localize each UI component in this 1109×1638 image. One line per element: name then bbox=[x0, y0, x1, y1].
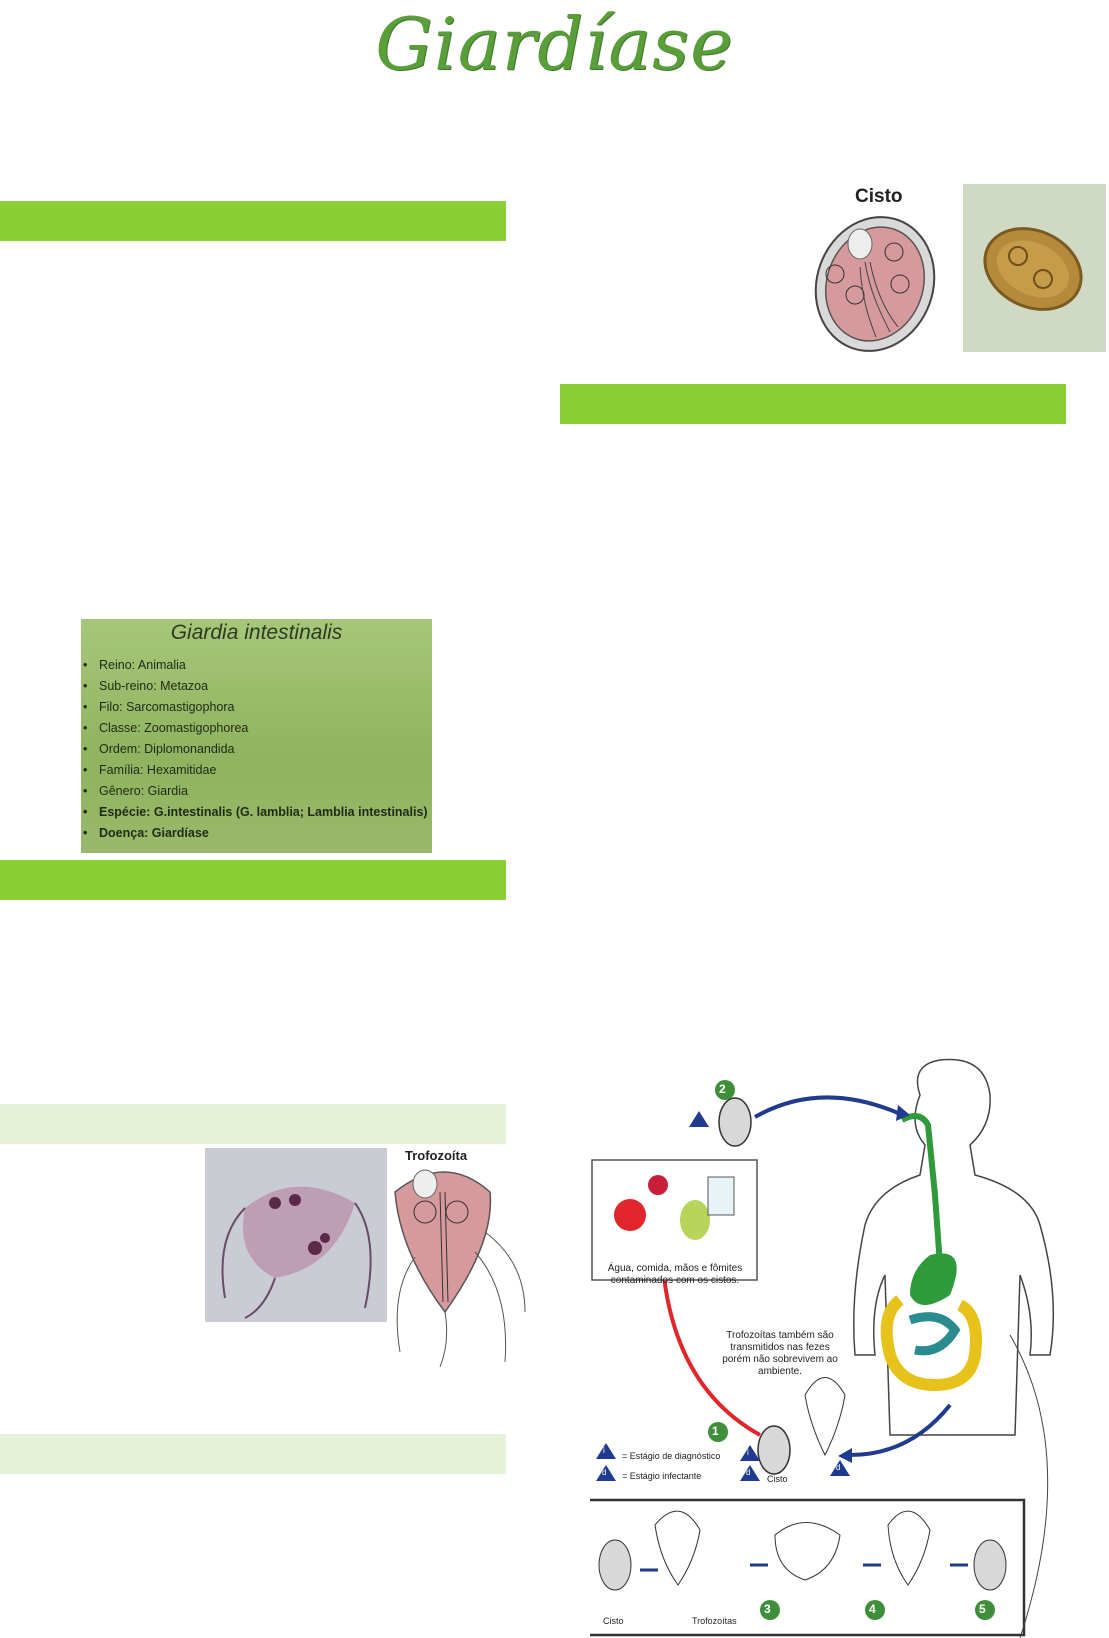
cyst-stage-label: Cisto bbox=[767, 1474, 788, 1484]
taxonomy-heading: Giardia intestinalis bbox=[170, 621, 343, 644]
section-bar-light-1 bbox=[0, 1104, 506, 1144]
trophozoite-label: Trofozoíta bbox=[405, 1148, 468, 1163]
life-cycle-diagram bbox=[590, 1058, 1055, 1638]
section-bar-3 bbox=[560, 384, 1066, 424]
transmission-note: Trofozoítas também são transmitidos nas … bbox=[722, 1330, 838, 1377]
taxonomy-item-disease: Doença: Giardíase bbox=[83, 823, 432, 844]
cyst-label: Cisto bbox=[855, 186, 903, 207]
section-bar-1 bbox=[0, 201, 506, 241]
taxonomy-list: Reino: Animalia Sub-reino: Metazoa Filo:… bbox=[81, 655, 432, 844]
section-bar-light-2 bbox=[0, 1434, 506, 1474]
taxonomy-item: Sub-reino: Metazoa bbox=[83, 676, 432, 697]
step-2-number: 2 bbox=[719, 1082, 726, 1096]
marker-i-legend: i bbox=[603, 1446, 605, 1455]
step-1-number: 1 bbox=[712, 1424, 719, 1438]
trophozoites-label: Trofozoítas bbox=[692, 1616, 737, 1626]
page-title: Giardíase bbox=[375, 2, 734, 86]
food-caption: Água, comida, mãos e fômites contaminado… bbox=[607, 1263, 743, 1286]
cyst-micrograph bbox=[963, 184, 1106, 352]
taxonomy-item: Classe: Zoomastigophorea bbox=[83, 718, 432, 739]
section-bar-2 bbox=[0, 860, 506, 900]
cyst-illustration bbox=[814, 216, 936, 352]
marker-d-feces: d bbox=[836, 1463, 841, 1472]
step-3-number: 3 bbox=[764, 1602, 771, 1616]
taxonomy-item-species: Espécie: G.intestinalis (G. lamblia; Lam… bbox=[83, 802, 432, 823]
legend-diagnostic: = Estágio de diagnóstico bbox=[622, 1451, 721, 1461]
taxonomy-item: Ordem: Diplomonandida bbox=[83, 739, 432, 760]
marker-i-step2: i bbox=[706, 1114, 708, 1123]
marker-d-legend: d bbox=[602, 1468, 607, 1477]
taxonomy-box: Giardia intestinalis Reino: Animalia Sub… bbox=[81, 619, 432, 853]
step-4-number: 4 bbox=[869, 1602, 876, 1616]
taxonomy-item: Filo: Sarcomastigophora bbox=[83, 697, 432, 718]
step-5-number: 5 bbox=[979, 1602, 986, 1616]
trophozoite-illustration bbox=[394, 1169, 526, 1368]
taxonomy-item: Reino: Animalia bbox=[83, 655, 432, 676]
marker-d-step1: d bbox=[746, 1468, 751, 1477]
trophozoite-micrograph bbox=[205, 1148, 387, 1322]
legend-infective: = Estágio infectante bbox=[622, 1471, 702, 1481]
taxonomy-item: Gênero: Giardia bbox=[83, 781, 432, 802]
marker-i-step1: i bbox=[747, 1448, 749, 1457]
taxonomy-item: Família: Hexamitidae bbox=[83, 760, 432, 781]
cyst-bottom-label: Cisto bbox=[603, 1616, 624, 1626]
